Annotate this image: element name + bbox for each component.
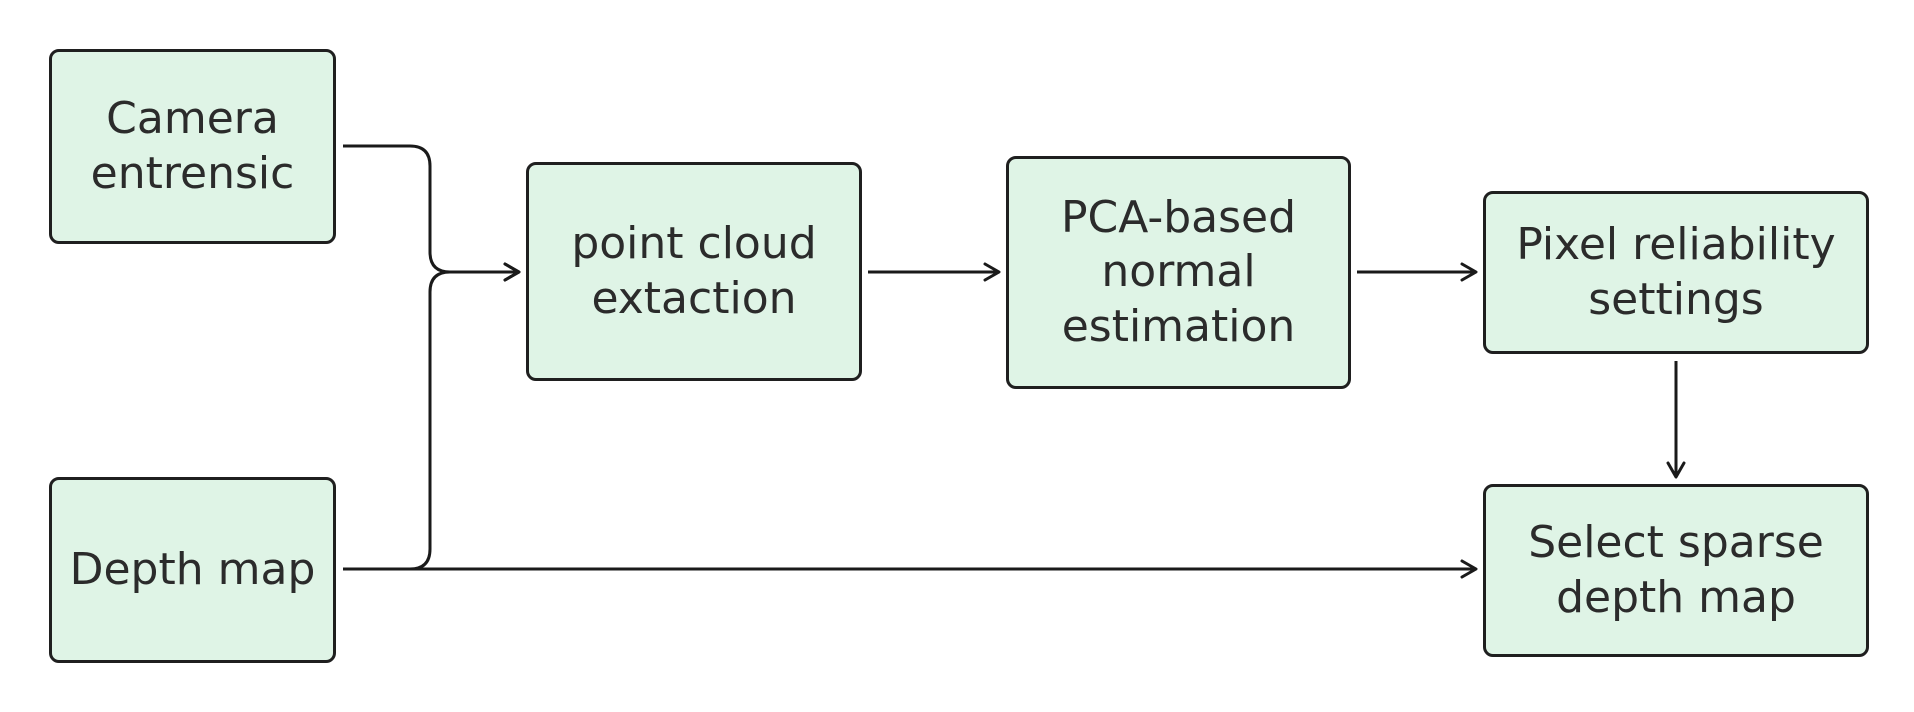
edge-depth-to-point — [343, 262, 521, 571]
node-pixel-reliability-settings-label: Pixel reliability settings — [1516, 218, 1836, 325]
node-depth-map: Depth map — [49, 477, 336, 663]
node-select-sparse-depth-map: Select sparse depth map — [1483, 484, 1869, 657]
node-select-sparse-depth-map-label: Select sparse depth map — [1528, 516, 1824, 623]
node-pca-normal-estimation: PCA-based normal estimation — [1006, 156, 1351, 389]
node-depth-map-label: Depth map — [69, 543, 316, 595]
node-pixel-reliability-settings: Pixel reliability settings — [1483, 191, 1869, 354]
node-camera-entrensic-label: Camera entrensic — [90, 92, 295, 199]
edge-camera-to-point — [343, 144, 521, 282]
node-point-cloud-extaction-label: point cloud extaction — [571, 217, 817, 324]
node-pca-normal-estimation-label: PCA-based normal estimation — [1060, 191, 1297, 352]
node-camera-entrensic: Camera entrensic — [49, 49, 336, 244]
node-point-cloud-extaction: point cloud extaction — [526, 162, 862, 381]
